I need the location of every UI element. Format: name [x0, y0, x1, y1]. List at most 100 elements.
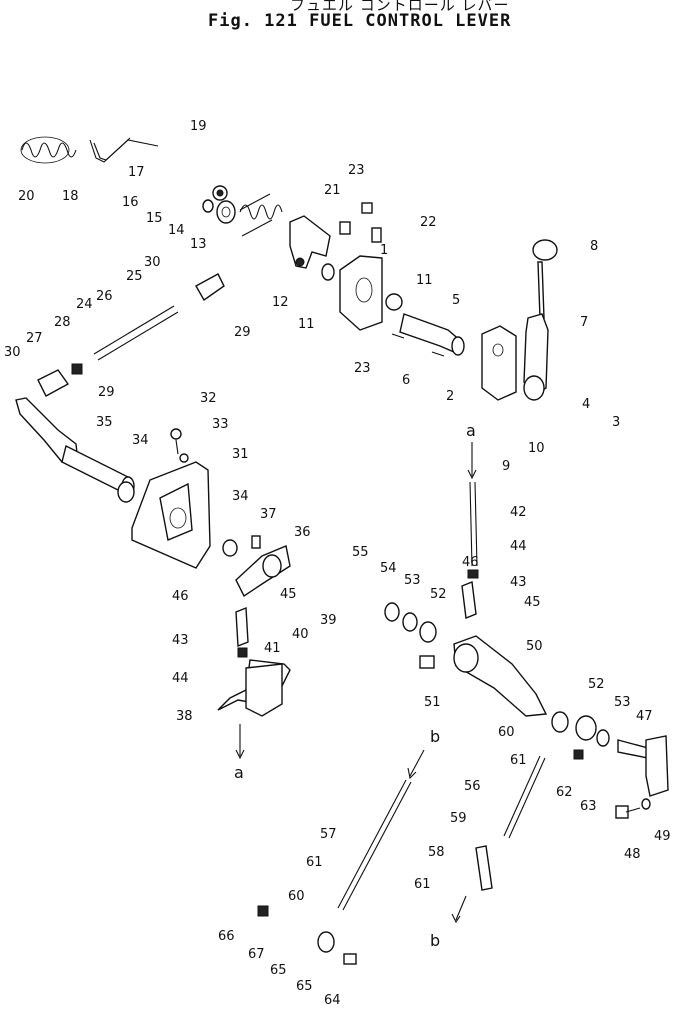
- callout-47: 47: [636, 709, 653, 724]
- callout-27: 27: [26, 331, 43, 346]
- washer-54: [384, 602, 400, 622]
- callout-58: 58: [428, 845, 445, 860]
- bushing-34-lower: [222, 539, 238, 557]
- callout-11-right: 11: [416, 273, 433, 288]
- callout-34-lower: 34: [232, 489, 249, 504]
- block-23: [361, 202, 373, 214]
- callout-22: 22: [420, 215, 437, 230]
- callout-37: 37: [260, 507, 277, 522]
- title-japanese: フュエル コントロール レバー: [290, 0, 510, 14]
- callout-51: 51: [424, 695, 441, 710]
- callout-9: 9: [502, 459, 510, 474]
- connector-a-upper: a: [466, 421, 476, 440]
- link-24: [93, 305, 179, 361]
- callout-53-upper: 53: [404, 573, 421, 588]
- callout-21: 21: [324, 183, 341, 198]
- collar-14: [216, 200, 236, 224]
- washer-53: [402, 612, 418, 632]
- bracket-31: [131, 461, 211, 569]
- clevis-27: [37, 369, 70, 397]
- callout-10: 10: [528, 441, 545, 456]
- nut-66: [257, 905, 269, 917]
- nut-62: [573, 749, 584, 760]
- callout-55: 55: [352, 545, 369, 560]
- washer-33: [179, 453, 189, 463]
- callout-60-lower: 60: [288, 889, 305, 904]
- callout-3: 3: [612, 415, 620, 430]
- joint-60-lower: [317, 931, 335, 953]
- callout-15: 15: [146, 211, 163, 226]
- callout-65-left: 65: [270, 963, 287, 978]
- callout-52-upper: 52: [430, 587, 447, 602]
- callout-56: 56: [464, 779, 481, 794]
- callout-14: 14: [168, 223, 185, 238]
- callout-49: 49: [654, 829, 671, 844]
- lever-35: [15, 397, 135, 496]
- callout-60-upper: 60: [498, 725, 515, 740]
- callout-45-left: 45: [280, 587, 297, 602]
- callout-29-lower: 29: [98, 385, 115, 400]
- callout-30-upper: 30: [144, 255, 161, 270]
- callout-16: 16: [122, 195, 139, 210]
- clevis-43-right: [461, 581, 477, 619]
- callout-66: 66: [218, 929, 235, 944]
- callout-19: 19: [190, 119, 207, 134]
- callout-11-left: 11: [298, 317, 315, 332]
- callout-35: 35: [96, 415, 113, 430]
- callout-40: 40: [292, 627, 309, 642]
- clevis-43-left: [235, 606, 249, 648]
- bolt-37: [251, 535, 261, 549]
- figure-title: Fig. 121 FUEL CONTROL LEVER: [208, 11, 512, 31]
- callout-17: 17: [128, 165, 145, 180]
- callout-50: 50: [526, 639, 543, 654]
- washer-16: [212, 185, 228, 201]
- rod-56: [503, 755, 546, 839]
- callout-46-left: 46: [172, 589, 189, 604]
- bushing-52: [419, 621, 437, 643]
- callout-20: 20: [18, 189, 35, 204]
- nut-44-left: [237, 647, 248, 658]
- callout-54: 54: [380, 561, 397, 576]
- bushing-52-lower: [575, 715, 597, 741]
- callout-38: 38: [176, 709, 193, 724]
- callout-43-left: 43: [172, 633, 189, 648]
- callout-39: 39: [320, 613, 337, 628]
- callout-34-upper: 34: [132, 433, 149, 448]
- pins-6: [391, 333, 445, 357]
- callout-48: 48: [624, 847, 641, 862]
- callout-36: 36: [294, 525, 311, 540]
- callout-61-c: 61: [414, 877, 431, 892]
- callout-61-a: 61: [510, 753, 527, 768]
- callout-46-right: 46: [462, 555, 479, 570]
- washer-49: [641, 798, 651, 810]
- rod-57: [337, 779, 412, 911]
- bolt-32: [170, 428, 182, 455]
- washer-15: [202, 199, 214, 213]
- connector-a-lower: a: [234, 763, 244, 782]
- return-spring-20: [20, 136, 77, 164]
- clevis-25: [195, 273, 225, 302]
- callout-32: 32: [200, 391, 217, 406]
- callout-44-right: 44: [510, 539, 527, 554]
- knob-8: [532, 239, 558, 261]
- callout-52-lower: 52: [588, 677, 605, 692]
- bracket-38: [217, 659, 291, 717]
- callout-7: 7: [580, 315, 588, 330]
- lever-12: [289, 215, 331, 269]
- callout-29-upper: 29: [234, 325, 251, 340]
- control-rod-18: [89, 137, 159, 163]
- screw-22: [371, 227, 382, 243]
- callout-28: 28: [54, 315, 71, 330]
- rod-42: [469, 481, 478, 567]
- callout-5: 5: [452, 293, 460, 308]
- callout-31: 31: [232, 447, 249, 462]
- callout-6: 6: [402, 373, 410, 388]
- bolt-48: [615, 805, 641, 819]
- callout-24: 24: [76, 297, 93, 312]
- callout-8: 8: [590, 239, 598, 254]
- lever-50: [453, 635, 548, 717]
- callout-41: 41: [264, 641, 281, 656]
- callout-65-right: 65: [296, 979, 313, 994]
- callout-33: 33: [212, 417, 229, 432]
